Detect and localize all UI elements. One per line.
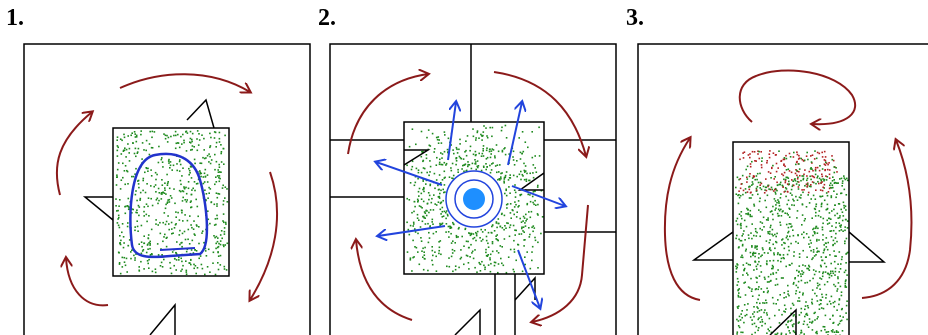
panel-1-vent-left xyxy=(82,196,114,221)
panel-1-frame xyxy=(23,43,311,335)
panel-1-vent-bottom xyxy=(149,302,176,335)
panel-2-outward-arrow-left xyxy=(376,162,443,186)
panel-2-outward-arrow-up-left xyxy=(447,102,456,161)
panel-1-vent-top xyxy=(186,98,215,129)
panel-3-vent-left xyxy=(691,231,734,261)
panel-3 xyxy=(637,43,928,335)
panel-2-speckles xyxy=(406,124,544,274)
panel-1 xyxy=(23,43,311,335)
panel-3-arrow-right xyxy=(861,140,913,299)
panel-2-arrow-lower-left xyxy=(356,240,413,321)
panel-2-outward-arrow-lower-left xyxy=(378,225,446,236)
panel-2-arrow-top-left xyxy=(347,74,428,155)
panel-2-outward-arrow-right xyxy=(511,185,565,206)
panel-1-label: 1. xyxy=(6,5,24,31)
panel-3-inner-box xyxy=(732,141,850,335)
panel-3-vent-right xyxy=(848,231,887,263)
panel-3-arrow-left xyxy=(663,138,701,301)
panel-3-arrow-top-loop xyxy=(738,69,857,124)
panel-1-arrow-right xyxy=(250,171,279,300)
panel-2-center-ring-inner xyxy=(454,179,494,219)
panel-2-arrow-top-right xyxy=(493,71,586,156)
panel-2-outward-arrow-up-right xyxy=(507,102,522,166)
panel-2-center-disc xyxy=(463,188,485,210)
panel-1-inner-loop xyxy=(129,152,209,259)
panel-3-vent-bottom xyxy=(769,308,797,335)
panel-2-label: 2. xyxy=(318,5,336,31)
panel-1-speckles xyxy=(115,130,229,276)
panel-3-speckles xyxy=(735,150,849,335)
panel-3-label: 3. xyxy=(626,5,644,31)
panel-1-arrow-left-upper xyxy=(55,112,92,196)
panel-3-frame xyxy=(637,43,928,335)
panel-2-vent-bottom xyxy=(454,308,481,335)
panel-1-arrow-top xyxy=(119,73,250,92)
panel-2 xyxy=(329,43,617,335)
panel-1-arrow-left-lower xyxy=(66,258,109,307)
panel-1-inner-loop-tail xyxy=(159,247,196,251)
panel-2-frame xyxy=(329,43,617,335)
panel-2-outward-arrow-down xyxy=(517,249,540,308)
panel-1-inner-box xyxy=(112,127,230,277)
panel-2-vent-left xyxy=(403,149,431,166)
panel-2-arrow-right xyxy=(532,204,589,322)
